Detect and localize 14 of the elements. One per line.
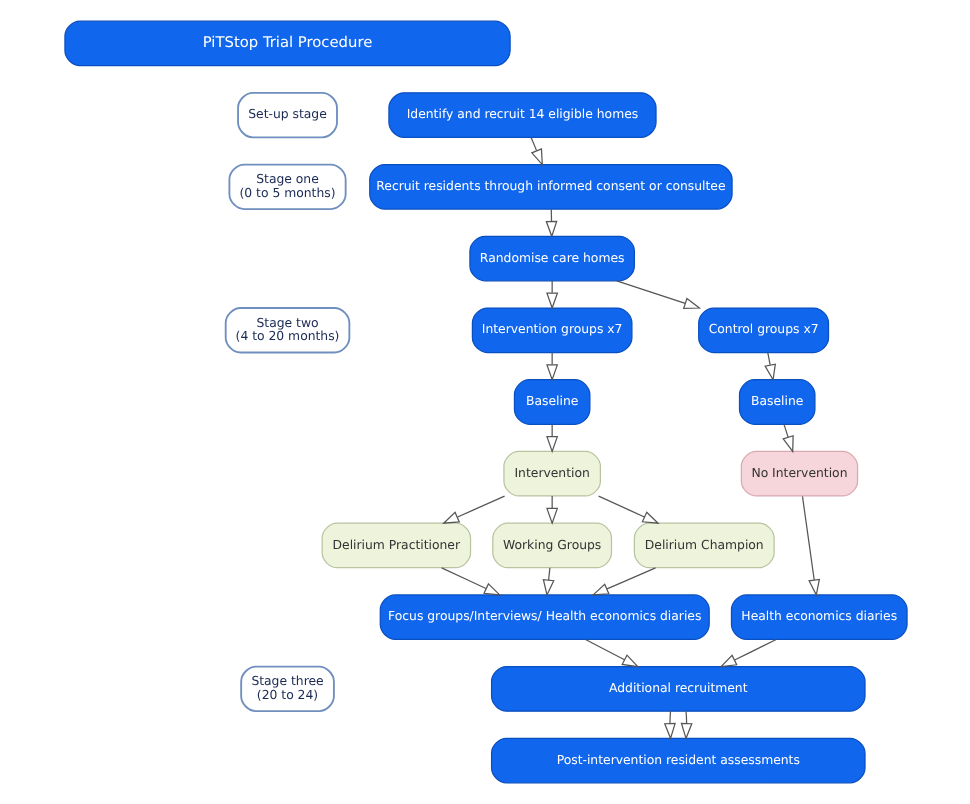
arrow <box>800 495 820 597</box>
arrow <box>541 567 554 597</box>
arrow <box>440 567 501 596</box>
arrow <box>763 352 776 382</box>
arrow <box>662 710 675 741</box>
arrow <box>597 495 659 524</box>
arrow <box>781 423 793 454</box>
arrow <box>440 495 505 524</box>
arrow <box>590 567 656 596</box>
arrow <box>679 710 692 741</box>
arrow <box>718 638 776 668</box>
arrow <box>615 280 701 309</box>
arrow <box>583 638 639 668</box>
arrow <box>529 136 542 167</box>
